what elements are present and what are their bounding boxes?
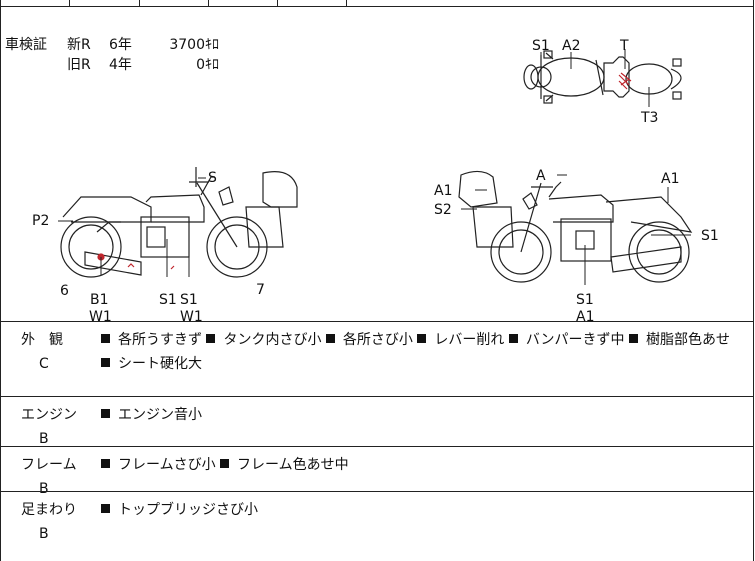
inspection-old-value: 0ｷﾛ [196,57,219,73]
remark-text: 樹脂部色あせ [645,332,730,348]
table-header-strip [1,0,753,7]
inspection-new-row: 車検証 新R 6年 3700ｷﾛ [5,35,219,55]
label-left-6: 6 [60,283,69,299]
category-label: 足まわり [21,502,77,518]
square-bullet-icon [206,334,216,343]
label-right-s1-bottom: S1 [576,292,594,308]
condition-row-frame: フレーム B フレームさび小 フレーム色あせ中 [1,446,753,497]
divider [277,0,278,6]
divider [69,0,70,6]
inspection-title: 車検証 [5,37,47,53]
remark-text: 各所さび小 [342,332,413,348]
inspection-new-type: 新R [67,37,91,53]
remark-text: エンジン音小 [118,407,202,423]
label-top-t3: T3 [640,110,658,126]
label-right-a1-top: A1 [661,171,679,187]
divider [139,0,140,6]
square-bullet-icon [325,334,335,343]
divider [346,0,347,6]
category-label: エンジン [21,407,77,423]
label-left-b1: B1 [90,292,109,308]
square-bullet-icon [628,334,638,343]
inspection-old-row: 旧R 4年 0ｷﾛ [5,55,219,75]
label-top-s1: S1 [532,38,550,54]
top-view-motorcycle [523,50,682,104]
category-label: フレーム [21,457,77,473]
right-side-motorcycle [458,170,693,283]
remarks-line: 各所うすきず タンク内さび小 各所さび小 レバー削れ バンパーきず中 樹脂部色あ… [101,328,751,352]
label-left-s1-b: S1 [180,292,198,308]
square-bullet-icon [508,334,518,343]
label-left-p2: P2 [32,213,49,229]
category-cell: エンジン B [21,403,81,451]
label-right-a1-tank: A1 [434,183,452,199]
remarks-cell: エンジン音小 [101,403,751,427]
category-cell: 足まわり B [21,498,81,546]
square-bullet-icon [101,504,110,513]
inspection-new-years: 6年 [109,37,132,53]
label-top-t: T [619,38,629,54]
label-left-w1-a: W1 [89,309,112,321]
grade-label: B [39,526,49,542]
label-left-w1-b: W1 [180,309,203,321]
remark-text: 各所うすきず [118,332,202,348]
label-right-s2: S2 [434,202,452,218]
condition-row-exterior: 外 観 C 各所うすきず タンク内さび小 各所さび小 レバー削れ バンパーきず中… [1,321,753,396]
inspection-old-type: 旧R [67,57,91,73]
label-left-7: 7 [256,282,265,298]
label-right-s1-side: S1 [701,228,719,244]
category-cell: 外 観 C [21,328,81,376]
remarks-cell: 各所うすきず タンク内さび小 各所さび小 レバー削れ バンパーきず中 樹脂部色あ… [101,328,751,376]
remarks-cell: フレームさび小 フレーム色あせ中 [101,453,751,477]
label-right-a: A [536,168,546,184]
remark-text: シート硬化大 [118,356,202,372]
label-left-s1-a: S1 [159,292,177,308]
label-top-a2: A2 [562,38,580,54]
label-left-s: S [208,170,217,186]
leader-lines [58,49,691,285]
left-side-motorcycle [60,167,298,278]
square-bullet-icon [101,459,110,468]
remark-text: バンパーきず中 [525,332,625,348]
inspection-old-years: 4年 [109,57,132,73]
category-label: 外 観 [21,332,63,348]
damage-diagram-area: 車検証 新R 6年 3700ｷﾛ 旧R 4年 0ｷﾛ [1,7,753,321]
remark-text: フレームさび小 [118,457,216,473]
remark-text: トップブリッジさび小 [118,502,258,518]
vehicle-inspection-info: 車検証 新R 6年 3700ｷﾛ 旧R 4年 0ｷﾛ [5,35,219,75]
motorcycle-diagram: S1 A2 T T3 S P2 6 B1 W1 S1 S1 W1 7 A A1 … [32,38,719,321]
remarks-line: シート硬化大 [101,352,751,376]
square-bullet-icon [101,358,110,367]
label-right-a1-bottom: A1 [576,309,594,321]
grade-label: C [39,356,49,372]
grade-label: B [39,431,49,447]
square-bullet-icon [101,409,110,418]
divider [208,0,209,6]
grade-label: B [39,481,49,497]
square-bullet-icon [417,334,427,343]
inspection-new-value: 3700ｷﾛ [169,37,219,53]
square-bullet-icon [101,334,110,343]
remark-text: フレーム色あせ中 [237,457,349,473]
square-bullet-icon [220,459,230,468]
remark-text: タンク内さび小 [223,332,322,348]
remark-text: レバー削れ [434,332,505,348]
condition-row-engine: エンジン B エンジン音小 [1,396,753,447]
category-cell: フレーム B [21,453,81,501]
condition-row-suspension: 足まわり B トップブリッジさび小 [1,491,753,561]
remarks-cell: トップブリッジさび小 [101,498,751,522]
